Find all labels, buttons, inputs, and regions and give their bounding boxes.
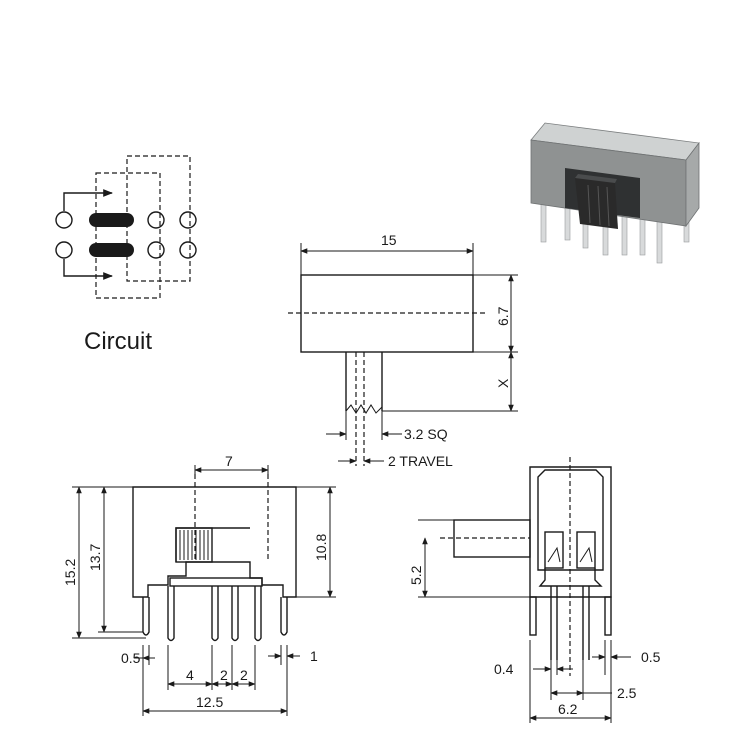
dim-travel: 2 TRAVEL xyxy=(388,453,453,469)
end-view-drawing: 5.2 0.4 0.5 2.5 6.2 xyxy=(408,457,661,723)
dim-pin-height: 13.7 xyxy=(87,544,103,571)
top-view-drawing: 15 6.7 X 3.2 SQ 2 TRAVEL xyxy=(288,232,518,469)
dim-body-height-side: 10.8 xyxy=(313,534,329,561)
dim-pitch-b: 2 xyxy=(240,667,248,683)
side-view-drawing: 7 15.2 13.7 10.8 0.5 1 4 2 2 12.5 xyxy=(62,453,336,716)
end-view-pins xyxy=(529,586,612,660)
side-view-pins xyxy=(142,586,288,642)
dim-row-spacing: 2.5 xyxy=(617,685,637,701)
dim-pitch-outer: 4 xyxy=(186,667,194,683)
dim-actuator-size: 3.2 SQ xyxy=(404,426,448,442)
circuit-label: Circuit xyxy=(84,328,152,355)
photo-slider-actuator xyxy=(575,178,618,229)
dim-pin-side: 1 xyxy=(310,648,318,664)
dim-overall-width-end: 6.2 xyxy=(558,701,578,717)
dim-pin-b: 0.5 xyxy=(641,649,661,665)
dim-overall-width-side: 12.5 xyxy=(196,694,223,710)
dim-body-height: 6.7 xyxy=(495,306,511,326)
dim-actuator-offset: 7 xyxy=(225,453,233,469)
dim-pin-width: 0.5 xyxy=(121,650,141,666)
circuit-diagram: Circuit xyxy=(55,155,197,355)
circuit-contacts xyxy=(55,211,197,259)
dim-actuator-height: 5.2 xyxy=(408,565,424,585)
product-photo xyxy=(530,122,700,264)
side-view-actuator xyxy=(175,527,213,563)
dim-body-width: 15 xyxy=(381,232,397,248)
dim-total-height: 15.2 xyxy=(62,559,78,586)
dim-actuator-length: X xyxy=(495,378,511,388)
circuit-slider-contact-bottom xyxy=(89,243,134,257)
dim-pin-a: 0.4 xyxy=(494,661,514,677)
dim-pitch-a: 2 xyxy=(220,667,228,683)
side-view-actuator-ridges xyxy=(179,530,209,560)
side-view-housing xyxy=(132,486,297,598)
circuit-slider-contact-top xyxy=(89,213,134,227)
